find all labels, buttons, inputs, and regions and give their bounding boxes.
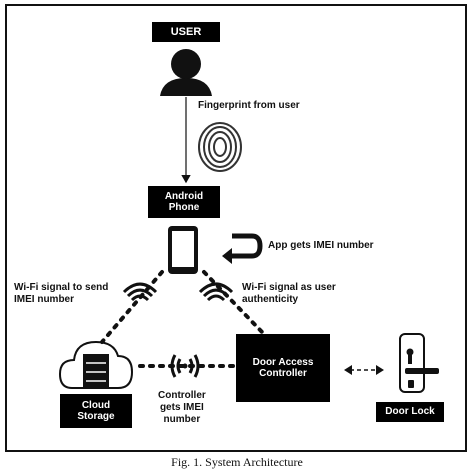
phone-to-cloud-dotted	[100, 270, 164, 344]
smartphone-icon	[168, 226, 198, 274]
wifi-icon	[198, 282, 234, 302]
diagram-frame	[5, 4, 467, 452]
wifi-send-label: Wi-Fi signal to send IMEI number	[14, 282, 109, 305]
fingerprint-icon	[198, 122, 242, 172]
app-imei-label: App gets IMEI number	[268, 240, 374, 251]
user-silhouette-icon	[160, 49, 212, 96]
return-arrow-icon	[222, 233, 263, 264]
user-node: USER	[152, 22, 220, 42]
wifi-auth-label: Wi-Fi signal as user authenticity	[242, 282, 336, 305]
cloud-server-icon	[58, 340, 134, 389]
wifi-icon	[170, 354, 200, 378]
controller-imei-label: Controller gets IMEI number	[158, 390, 206, 425]
controller-lock-arrow	[344, 365, 384, 375]
android-phone-node: Android Phone	[148, 186, 220, 218]
wifi-icon	[122, 282, 158, 302]
door-lock-node: Door Lock	[376, 402, 444, 422]
figure-caption: Fig. 1. System Architecture	[171, 455, 303, 469]
fingerprint-label: Fingerprint from user	[198, 100, 300, 111]
door-access-controller-node: Door Access Controller	[236, 334, 330, 402]
cloud-storage-node: Cloud Storage	[60, 394, 132, 428]
door-handle-icon	[399, 333, 439, 393]
phone-to-controller-dotted	[202, 270, 264, 334]
